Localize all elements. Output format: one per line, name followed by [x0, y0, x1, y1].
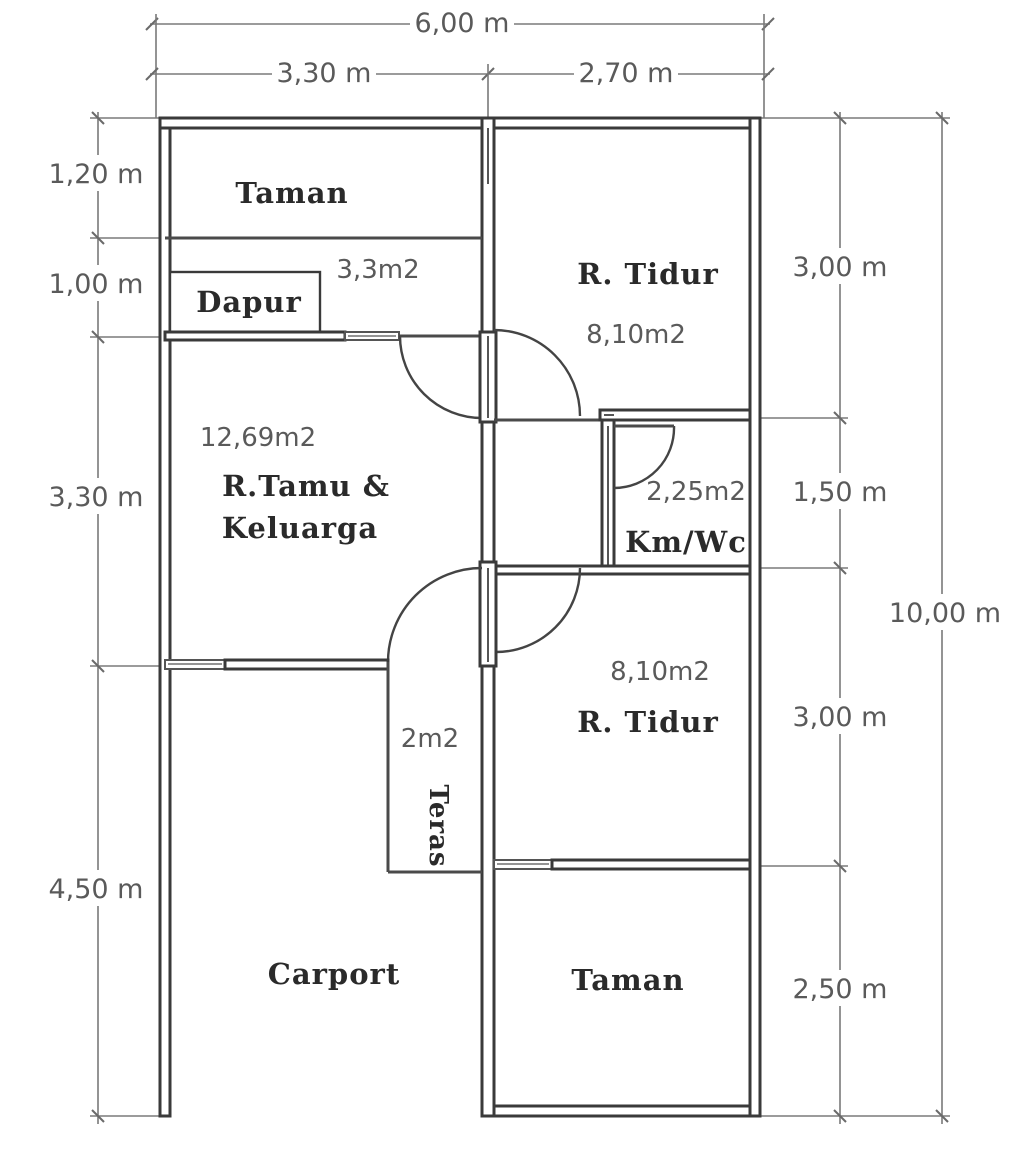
dim-top-left: 3,30 m — [276, 58, 371, 89]
tidur-bottom-area: 8,10m2 — [610, 657, 710, 687]
dim-right-1: 3,00 m — [792, 252, 887, 283]
tidur-top-label: R. Tidur — [577, 257, 719, 291]
dim-right-3: 3,00 m — [792, 702, 887, 733]
dapur-label: Dapur — [196, 285, 302, 319]
kmwc: 2,25m2 Km/Wc — [625, 477, 747, 559]
tidur-top: R. Tidur 8,10m2 — [577, 257, 719, 350]
tamu-label-2: Keluarga — [222, 511, 378, 545]
taman-bottom-label: Taman — [571, 963, 684, 997]
dim-right-4: 2,50 m — [792, 974, 887, 1005]
teras-label: Teras — [423, 784, 453, 867]
kmwc-label: Km/Wc — [625, 525, 747, 559]
tidur-bottom: 8,10m2 R. Tidur — [577, 657, 719, 739]
dim-right-2: 1,50 m — [792, 477, 887, 508]
dim-right-total: 10,00 m — [889, 598, 1001, 629]
carport: Carport — [268, 957, 400, 991]
dim-left-1: 1,20 m — [48, 159, 143, 190]
dapur: 3,3m2 Dapur — [196, 255, 419, 319]
teras: 2m2 Teras — [401, 724, 459, 868]
tidur-bottom-label: R. Tidur — [577, 705, 719, 739]
dapur-area: 3,3m2 — [336, 255, 419, 285]
dim-left-3: 3,30 m — [48, 482, 143, 513]
teras-area: 2m2 — [401, 724, 459, 754]
taman-bottom: Taman — [571, 963, 684, 997]
tamu-area: 12,69m2 — [200, 423, 316, 453]
taman-top: Taman — [235, 176, 348, 210]
dim-left-4: 4,50 m — [48, 874, 143, 905]
dim-top-total: 6,00 m — [414, 8, 509, 39]
kmwc-area: 2,25m2 — [646, 477, 746, 507]
carport-label: Carport — [268, 957, 400, 991]
taman-top-label: Taman — [235, 176, 348, 210]
ruang-tamu: 12,69m2 R.Tamu & Keluarga — [200, 423, 390, 545]
dim-left-2: 1,00 m — [48, 269, 143, 300]
tamu-label-1: R.Tamu & — [222, 469, 390, 503]
tidur-top-area: 8,10m2 — [586, 320, 686, 350]
dim-top-right: 2,70 m — [578, 58, 673, 89]
